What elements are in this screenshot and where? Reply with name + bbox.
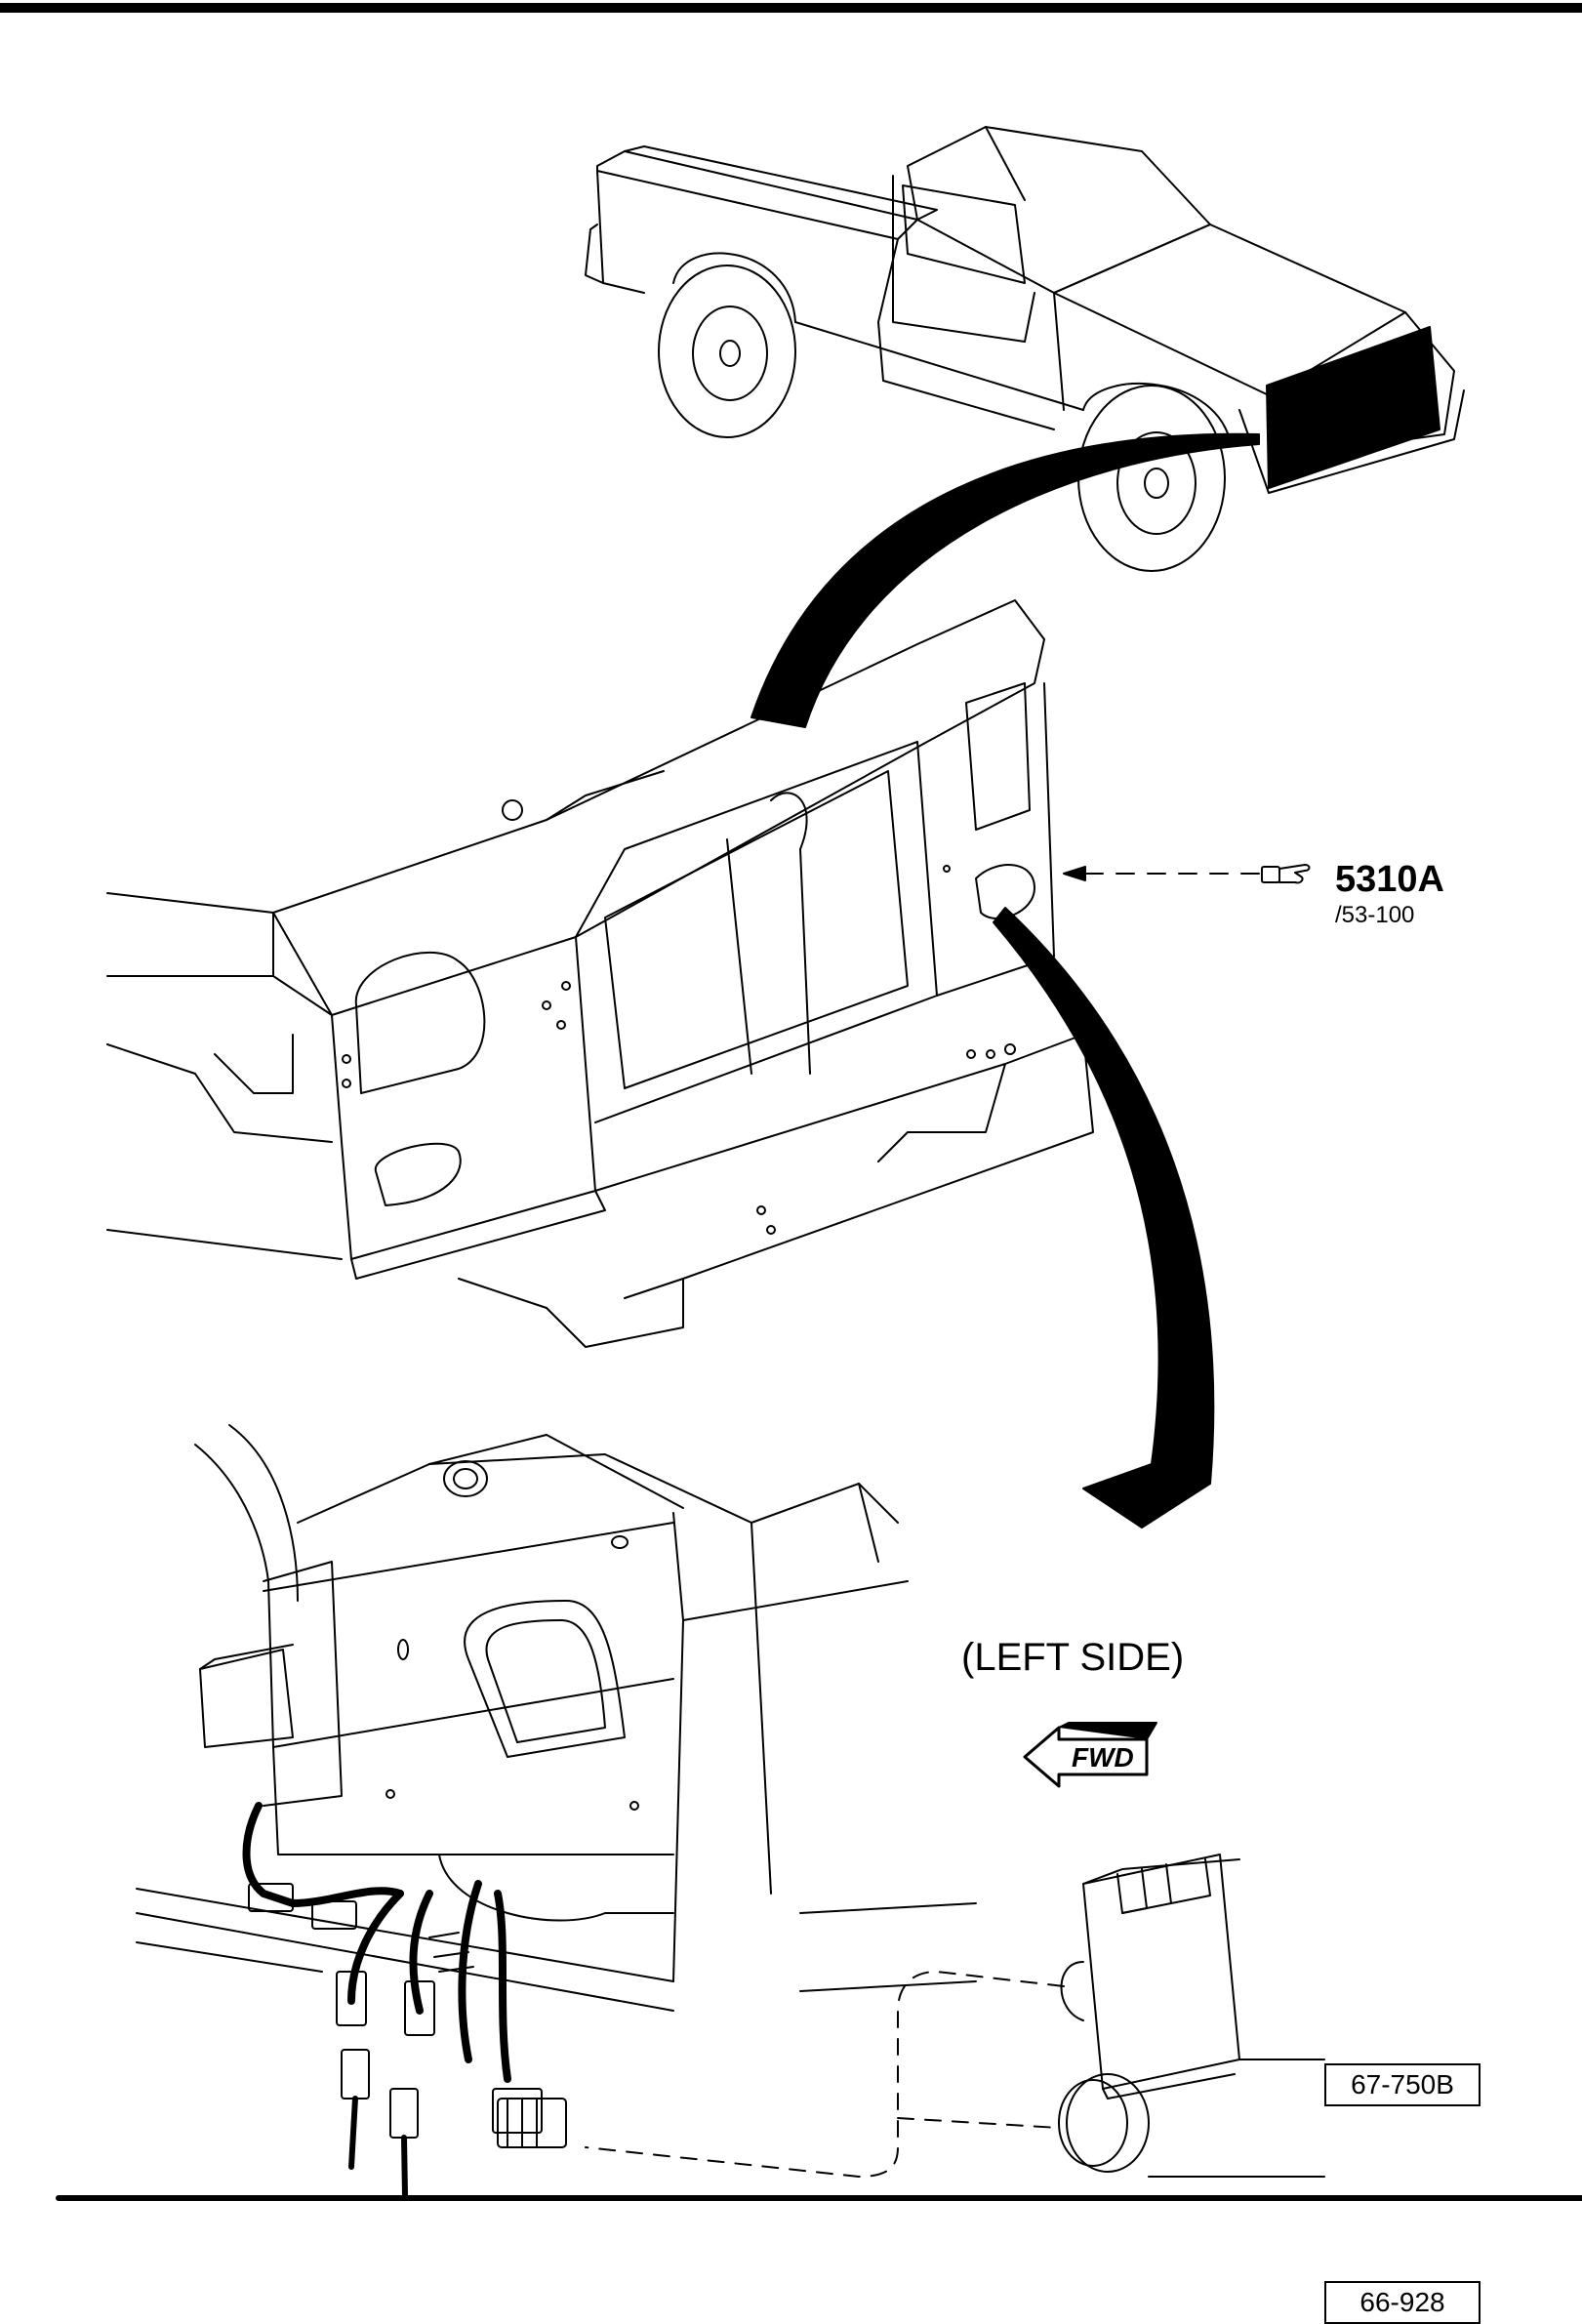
part-number-66-928[interactable]: 66-928 <box>1324 2281 1481 2324</box>
module-67-750b-illustration <box>1060 1854 1325 2100</box>
view-label: (LEFT SIDE) <box>961 1636 1185 1679</box>
fwd-label: FWD <box>1072 1742 1134 1773</box>
pickup-truck-illustration <box>585 126 1465 572</box>
callout-arrow-top <box>750 432 1260 728</box>
left-side-detail-illustration <box>136 1424 977 2199</box>
reference-subcode: /53-100 <box>1335 902 1415 928</box>
part-number-67-750b[interactable]: 67-750B <box>1324 2063 1481 2106</box>
radiator-support-illustration <box>106 599 1094 1348</box>
reference-code[interactable]: 5310A <box>1335 859 1444 900</box>
callout-arrow-bottom <box>993 907 1215 1529</box>
parts-diagram: FWD <box>0 3 1582 2201</box>
dashed-connection-lines <box>585 1971 1065 2178</box>
pointing-hand-icon <box>1261 864 1311 884</box>
forward-arrow-icon: FWD <box>1023 1722 1157 1788</box>
reference-leader <box>1063 864 1311 884</box>
cap-66-928-illustration <box>1058 2073 1325 2178</box>
